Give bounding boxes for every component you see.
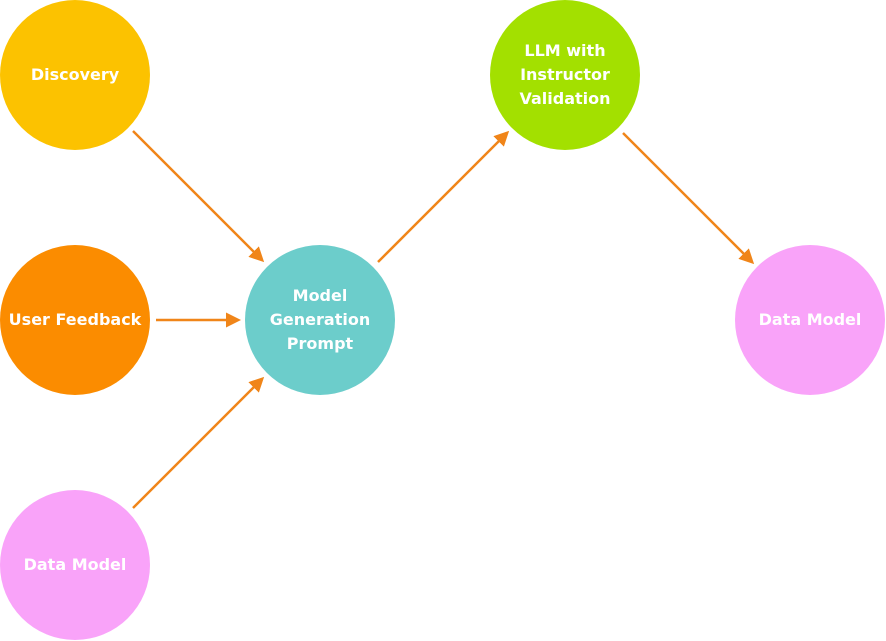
data-model-input-label: Data Model xyxy=(23,555,127,574)
llm-instructor-validation-label: LLM with Instructor Validation xyxy=(519,41,611,108)
model-generation-prompt-node: Model Generation Prompt xyxy=(245,245,395,395)
discovery-node: Discovery xyxy=(0,0,150,150)
llm-instructor-validation-node: LLM with Instructor Validation xyxy=(490,0,640,150)
model-generation-prompt-label: Model Generation Prompt xyxy=(269,286,371,353)
arrow-prompt-to-llm xyxy=(377,130,510,263)
data-model-output-label: Data Model xyxy=(758,310,862,329)
arrow-discovery-to-prompt xyxy=(132,130,265,263)
data-model-output-node: Data Model xyxy=(735,245,885,395)
discovery-label: Discovery xyxy=(30,65,120,84)
arrow-llm-to-datamodel xyxy=(622,132,755,265)
data-model-input-node: Data Model xyxy=(0,490,150,640)
user-feedback-node: User Feedback xyxy=(0,245,150,395)
user-feedback-label: User Feedback xyxy=(8,310,142,329)
arrow-datamodel-to-prompt xyxy=(132,376,265,509)
